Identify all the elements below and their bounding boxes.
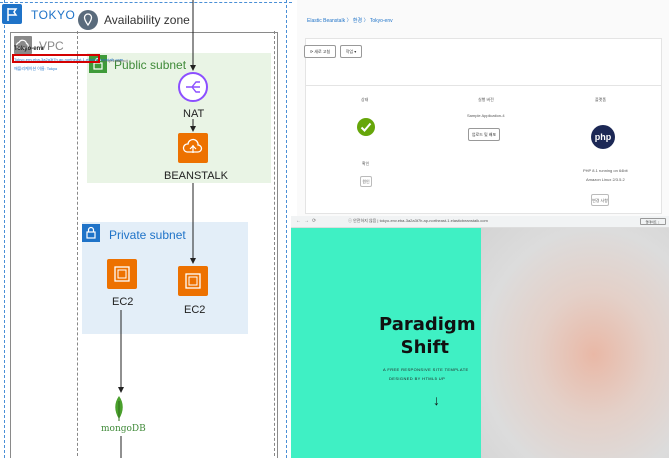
region-border-right xyxy=(286,0,287,458)
ec2-label-a: EC2 xyxy=(112,296,134,308)
environment-id: (e-qn1mhbxq) xyxy=(103,58,128,63)
upload-deploy-button[interactable]: 업로드 및 배포 xyxy=(468,128,500,141)
health-ok-check-icon xyxy=(357,118,375,136)
browser-nav-arrows-icon[interactable]: ←→⟳ xyxy=(296,218,320,224)
environment-title: Tokyo-env xyxy=(14,46,44,52)
region-border-left xyxy=(4,0,5,458)
private-subnet-label: Private subnet xyxy=(109,228,186,242)
nat-gateway-icon xyxy=(178,72,208,102)
public-subnet-lock-icon xyxy=(89,55,107,73)
environment-url-link[interactable]: Tokyo-env.eba-3a2a3t7h.ap-northeast-1.el… xyxy=(14,57,124,62)
availability-zone-box xyxy=(77,31,275,458)
hero-subtitle: A FREE RESPONSIVE SITE TEMPLATE xyxy=(383,367,469,372)
connection-arrows xyxy=(118,0,196,458)
hero-credit-link[interactable]: DESIGNED BY HTML5 UP xyxy=(389,376,446,381)
scroll-down-arrow-icon[interactable]: ↓ xyxy=(433,392,440,408)
platform-line-1: PHP 8.1 running on 64bit xyxy=(583,168,628,173)
nat-label: NAT xyxy=(183,108,205,120)
mongodb-label: mongoDB xyxy=(101,424,146,434)
breadcrumb[interactable]: Elastic Beanstalk 〉 환경 〉 Tokyo-env xyxy=(307,18,393,24)
platform-column-header: 플랫폼 xyxy=(595,97,607,102)
browser-update-button[interactable]: 업데이트 ⋮ xyxy=(640,218,666,225)
refresh-button[interactable]: ⟳ 새로 고침 xyxy=(304,45,336,58)
application-name-link[interactable]: 애플리케이션 이름: Tokyo xyxy=(14,66,58,71)
card-divider xyxy=(305,85,662,86)
actions-button[interactable]: 작업 ▾ xyxy=(340,45,362,58)
mongodb-leaf-icon xyxy=(111,395,127,421)
region-label: TOKYO xyxy=(31,8,76,22)
vpc-box xyxy=(10,32,278,458)
ec2-label-b: EC2 xyxy=(184,304,206,316)
vpc-cloud-icon xyxy=(14,36,32,54)
hero-panel-left xyxy=(291,228,481,458)
region-flag-icon xyxy=(2,4,22,24)
platform-line-2: Amazon Linux 2/3.5.2 xyxy=(586,177,625,182)
health-cause-button[interactable]: 원인 xyxy=(360,176,372,187)
availability-zone-pin-icon xyxy=(78,10,98,30)
ec2-instance-icon xyxy=(178,266,208,296)
ec2-instance-icon xyxy=(107,259,137,289)
browser-address-bar[interactable] xyxy=(291,216,669,228)
availability-zone-label: Availability zone xyxy=(104,13,190,27)
beanstalk-console-panel: Elastic Beanstalk 〉 환경 〉 Tokyo-env xyxy=(297,0,669,216)
hero-background-image xyxy=(481,228,669,458)
beanstalk-icon xyxy=(178,133,208,163)
public-subnet-label: Public subnet xyxy=(114,58,187,72)
beanstalk-label: BEANSTALK xyxy=(164,170,228,182)
hero-title: Paradigm Shift xyxy=(379,313,476,359)
platform-change-button[interactable]: 변경 사항 xyxy=(591,194,609,206)
health-column-header: 상태 xyxy=(361,97,369,102)
hero-title-line-1: Paradigm xyxy=(379,314,476,335)
address-text[interactable]: ⓘ 안전하지 않음 | tokyo-env.eba-3a2a3t7h.ap-no… xyxy=(348,218,488,223)
vpc-label: VPC xyxy=(39,39,64,53)
running-version-text: Sample Application-4 xyxy=(467,113,505,118)
health-status-text: 확인 xyxy=(362,161,370,166)
version-column-header: 실행 버전 xyxy=(478,97,494,102)
url-highlight-box xyxy=(12,54,100,63)
php-logo-icon: php xyxy=(591,125,615,149)
region-border-top xyxy=(0,2,292,3)
private-subnet-lock-icon xyxy=(82,224,100,242)
hero-title-line-2: Shift xyxy=(400,337,449,358)
